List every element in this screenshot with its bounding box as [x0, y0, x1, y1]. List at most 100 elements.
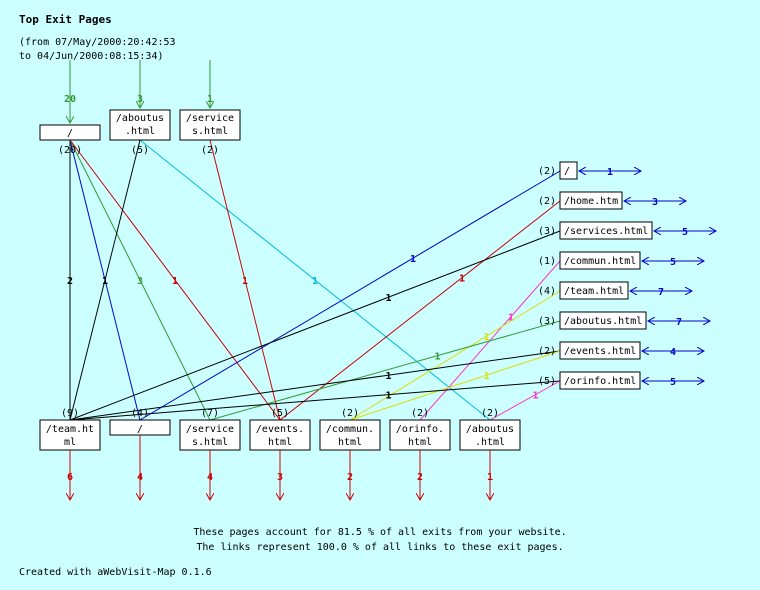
page-label: /orinfo.html: [564, 376, 636, 387]
page-count: (2): [411, 408, 429, 419]
edge-line: [489, 380, 561, 421]
edge-label: 1: [172, 276, 178, 287]
page-label: /team.ht: [46, 424, 94, 435]
exit-page-5[interactable]: /orinfo.html(2)2: [389, 408, 451, 500]
page-label: ml: [64, 437, 76, 448]
edge-label: 1: [483, 371, 489, 382]
page-label: s.html: [192, 126, 228, 137]
credit-text: Created with aWebVisit-Map 0.1.6: [19, 567, 212, 578]
edge-11: 1: [349, 290, 561, 421]
edge-line: [209, 139, 281, 421]
page-box: [249, 419, 311, 451]
page-box: [459, 419, 521, 451]
page-box: [559, 311, 647, 330]
page-label: /service: [186, 424, 234, 435]
exit-count: 4: [207, 472, 213, 483]
exit-page-1[interactable]: / (4) 4: [109, 408, 171, 500]
incoming-count: 20: [64, 94, 76, 105]
entry-page-0[interactable]: 20/(20): [39, 60, 101, 156]
page-label: /orinfo.: [396, 424, 444, 435]
page-label: /: [564, 166, 570, 177]
exit-count: 3: [277, 472, 283, 483]
exit-page-0[interactable]: /team.ht ml (9) 6: [39, 408, 101, 500]
page-label: .html: [475, 437, 505, 448]
page-count: (4): [131, 408, 149, 419]
page-count: (2): [538, 196, 556, 207]
edge-0: 2: [67, 140, 73, 420]
edge-9: 1: [69, 230, 561, 421]
page-count: (2): [538, 346, 556, 357]
edge-label: 2: [67, 276, 73, 287]
edge-label: 1: [385, 391, 391, 402]
edge-4: 1: [69, 139, 141, 421]
entry-page-1[interactable]: 3/aboutus.html(5): [109, 60, 171, 156]
edge-2: 3: [69, 139, 211, 421]
page-count: (3): [538, 226, 556, 237]
page-box: [179, 109, 241, 141]
edge-label: 1: [434, 352, 440, 363]
page-box: [559, 221, 653, 240]
edge-label: 1: [102, 276, 108, 287]
edge-13: 1: [69, 350, 561, 421]
page-label: /events.: [256, 424, 304, 435]
edge-line: [349, 290, 561, 421]
page-label: html: [338, 437, 362, 448]
page-count: (2): [201, 145, 219, 156]
page-label: s.html: [192, 437, 228, 448]
summary-exits: These pages account for 81.5 % of all ex…: [193, 527, 566, 538]
edge-line: [279, 200, 561, 421]
page-label: /services.html: [564, 226, 648, 237]
page-label: /aboutus: [116, 113, 164, 124]
exit-page-2[interactable]: /services.html(7)4: [179, 408, 241, 500]
edge-line: [69, 139, 141, 421]
exit-pages: /team.html(9)6/(4)4/services.html(7)4/ev…: [39, 408, 521, 500]
link-count: 4: [670, 347, 676, 358]
edge-line: [69, 350, 561, 421]
page-box: [559, 161, 578, 180]
page-box: [559, 341, 641, 360]
edge-label: 3: [137, 276, 143, 287]
page-count: (9): [61, 408, 79, 419]
edge-7: 1: [139, 170, 561, 421]
entry-page-2[interactable]: 1/services.html(2): [179, 60, 241, 156]
link-count: 5: [670, 257, 676, 268]
page-box: [39, 124, 101, 141]
edge-line: [139, 170, 561, 421]
link-page-0[interactable]: (2)/1: [538, 161, 641, 180]
page-label: /: [137, 424, 143, 435]
page-label: /commun.: [326, 424, 374, 435]
edge-label: 1: [385, 293, 391, 304]
edge-line: [69, 139, 211, 421]
exit-count: 4: [137, 472, 143, 483]
page-box: [559, 371, 641, 390]
exit-page-3[interactable]: /events.html(5)3: [249, 408, 311, 500]
summary-links: The links represent 100.0 % of all links…: [196, 542, 563, 553]
page-label: /aboutus.html: [564, 316, 642, 327]
page-label: /aboutus: [466, 424, 514, 435]
date-range-end: to 04/Jun/2000:08:15:34): [19, 51, 164, 62]
page-label: /: [67, 128, 73, 139]
page-count: (2): [481, 408, 499, 419]
page-label: /team.html: [564, 286, 624, 297]
page-box: [179, 419, 241, 451]
link-count: 5: [670, 377, 676, 388]
page-label: html: [268, 437, 292, 448]
entry-pages: 20/(20)3/aboutus.html(5)1/services.html(…: [39, 60, 241, 156]
exit-page-4[interactable]: /commun.html(2)2: [319, 408, 381, 500]
exit-count: 2: [417, 472, 423, 483]
page-label: /service: [186, 113, 234, 124]
page-title: Top Exit Pages: [19, 13, 112, 26]
link-count: 3: [652, 197, 658, 208]
exit-count: 6: [67, 472, 73, 483]
page-box: [389, 419, 451, 451]
exit-page-6[interactable]: /aboutus.html(2)1: [459, 408, 521, 500]
page-count: (4): [538, 286, 556, 297]
edge-5: 1: [139, 139, 491, 421]
